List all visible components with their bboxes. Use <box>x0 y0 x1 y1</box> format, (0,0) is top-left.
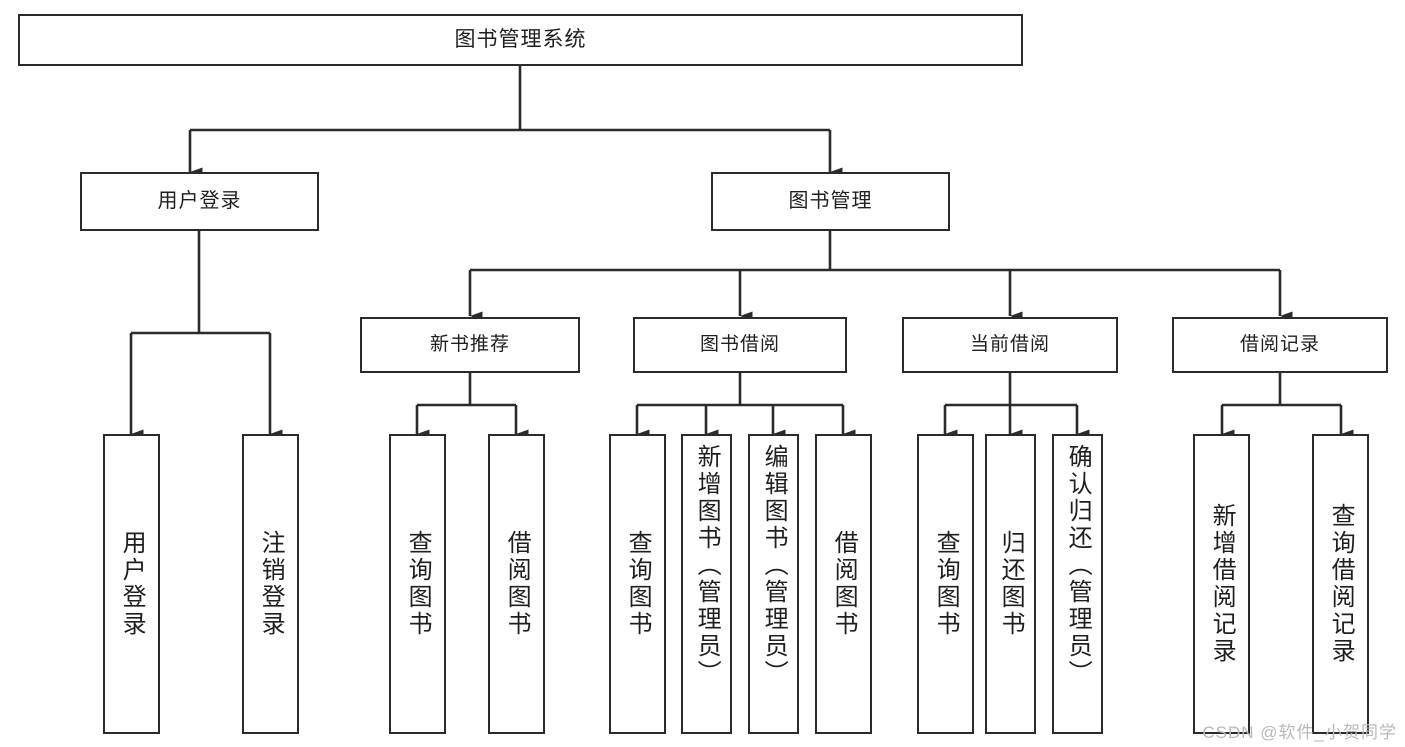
node-label: 查询图书 <box>932 530 960 638</box>
node-current-borrow[interactable]: 当前借阅 <box>902 317 1118 373</box>
node-label: 查询图书 <box>404 530 432 638</box>
node-book-management[interactable]: 图书管理 <box>711 172 950 231</box>
node-label: 用户登录 <box>118 530 146 638</box>
leaf-edit-book-admin[interactable]: 编辑图书（管理员） <box>748 434 799 734</box>
node-root-system[interactable]: 图书管理系统 <box>18 14 1023 66</box>
node-label: 图书管理系统 <box>454 28 587 52</box>
leaf-borrow-book-recommend[interactable]: 借阅图书 <box>488 434 545 734</box>
node-label: 查询图书 <box>624 530 652 638</box>
leaf-add-borrow-record[interactable]: 新增借阅记录 <box>1193 434 1250 734</box>
node-label: 借阅图书 <box>503 530 531 638</box>
leaf-query-book-current[interactable]: 查询图书 <box>917 434 974 734</box>
node-label: 新书推荐 <box>429 334 510 356</box>
node-label: 编辑图书（管理员） <box>760 444 788 687</box>
node-label: 用户登录 <box>157 190 242 213</box>
node-label: 新增图书（管理员） <box>693 444 721 687</box>
node-label: 当前借阅 <box>969 334 1050 356</box>
node-label: 归还图书 <box>997 530 1025 638</box>
node-borrow-record[interactable]: 借阅记录 <box>1172 317 1388 373</box>
node-label: 借阅图书 <box>830 530 858 638</box>
leaf-query-book-borrow[interactable]: 查询图书 <box>609 434 666 734</box>
node-book-borrow[interactable]: 图书借阅 <box>633 317 847 373</box>
leaf-add-book-admin[interactable]: 新增图书（管理员） <box>681 434 732 734</box>
node-new-book-recommend[interactable]: 新书推荐 <box>360 317 580 373</box>
node-label: 确认归还（管理员） <box>1064 444 1092 687</box>
node-label: 借阅记录 <box>1239 334 1320 356</box>
node-label: 新增借阅记录 <box>1208 503 1236 665</box>
node-label: 注销登录 <box>257 530 285 638</box>
node-label: 图书管理 <box>788 190 873 213</box>
leaf-return-book[interactable]: 归还图书 <box>985 434 1036 734</box>
leaf-user-login[interactable]: 用户登录 <box>103 434 160 734</box>
csdn-watermark: CSDN @软件_小贺同学 <box>1202 723 1397 742</box>
node-label: 查询借阅记录 <box>1327 503 1355 665</box>
leaf-borrow-book[interactable]: 借阅图书 <box>815 434 872 734</box>
leaf-query-book-recommend[interactable]: 查询图书 <box>389 434 446 734</box>
node-user-login[interactable]: 用户登录 <box>80 172 319 231</box>
node-label: 图书借阅 <box>699 334 780 356</box>
leaf-confirm-return-admin[interactable]: 确认归还（管理员） <box>1052 434 1103 734</box>
leaf-query-borrow-record[interactable]: 查询借阅记录 <box>1312 434 1369 734</box>
leaf-logout[interactable]: 注销登录 <box>242 434 299 734</box>
